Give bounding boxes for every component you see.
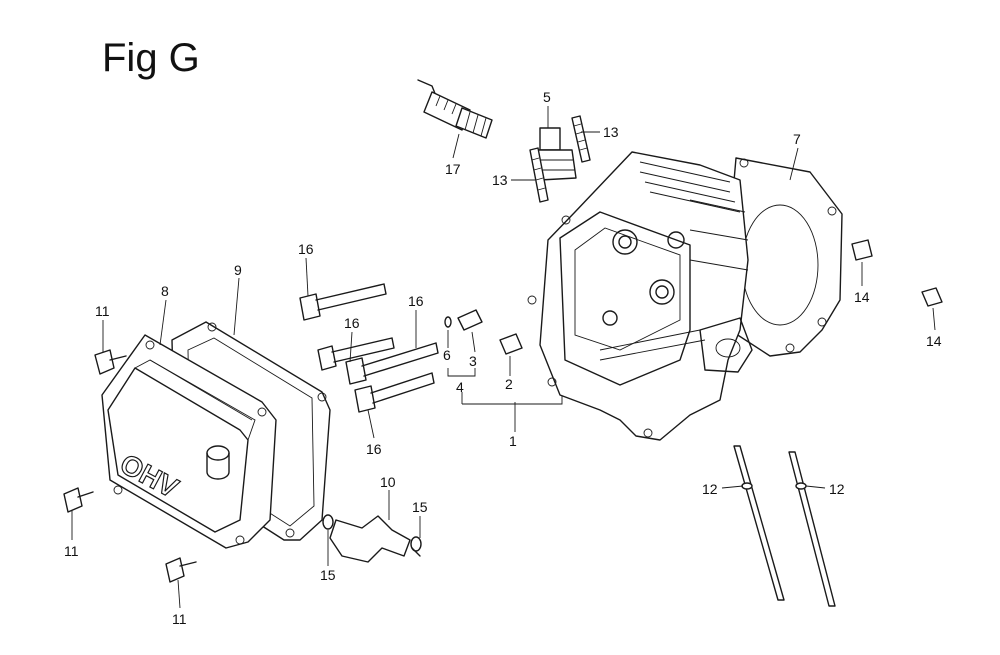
head-bolt-long	[345, 342, 439, 385]
callout-13-upper: 13	[603, 124, 619, 140]
flange-bolt-lower	[165, 557, 197, 583]
flange-bolt-upper	[94, 349, 127, 375]
head-bolt-mid	[317, 337, 395, 371]
head-bolt-low	[354, 372, 435, 413]
callout-15-left: 15	[320, 567, 336, 583]
callout-13-lower: 13	[492, 172, 508, 188]
cap-14-far	[921, 287, 943, 307]
callout-15-right: 15	[412, 499, 428, 515]
callout-16-right: 16	[408, 293, 424, 309]
callout-1: 1	[509, 433, 517, 449]
breather-tube	[329, 515, 411, 563]
callout-12-left: 12	[702, 481, 718, 497]
callout-9: 9	[234, 262, 242, 278]
callout-14-far: 14	[926, 333, 942, 349]
callout-3: 3	[469, 353, 477, 369]
valve-cover: OHV	[101, 334, 277, 549]
callout-2: 2	[505, 376, 513, 392]
spark-plug	[417, 79, 493, 139]
pushrod-right	[788, 451, 836, 607]
callout-14-right: 14	[854, 289, 870, 305]
callout-10: 10	[380, 474, 396, 490]
callout-11-top: 11	[95, 303, 110, 319]
hose-clamp-right	[410, 536, 422, 557]
hose-clamp-left	[322, 514, 334, 530]
leader-lines	[71, 106, 936, 609]
cap-14-right	[851, 239, 873, 261]
callout-8: 8	[161, 283, 169, 299]
dowel-pin-3	[457, 309, 483, 331]
callout-4: 4	[456, 379, 464, 395]
callout-12-right: 12	[829, 481, 845, 497]
callout-11-bottom: 11	[172, 611, 187, 627]
callout-5: 5	[543, 89, 551, 105]
callout-16-bottom: 16	[366, 441, 382, 457]
callout-16-top: 16	[298, 241, 314, 257]
flange-bolt-left	[63, 487, 94, 513]
pushrod-left	[733, 445, 785, 601]
head-bolt-top	[299, 283, 387, 321]
callout-labels: 1 2 3 4 5 6 7 8 9 10 11 11 11 12 12 13 1…	[64, 89, 942, 627]
stud-upper	[571, 115, 591, 163]
dowel-pin-2	[499, 333, 523, 355]
callout-6: 6	[443, 347, 451, 363]
stud-lower	[529, 147, 549, 203]
figure-title: Fig G	[102, 36, 200, 80]
cylinder-head	[527, 151, 753, 441]
clip-6	[444, 316, 452, 328]
callout-7: 7	[793, 131, 801, 147]
callout-17: 17	[445, 161, 461, 177]
callout-16-mid: 16	[344, 315, 360, 331]
callout-11-left: 11	[64, 543, 79, 559]
